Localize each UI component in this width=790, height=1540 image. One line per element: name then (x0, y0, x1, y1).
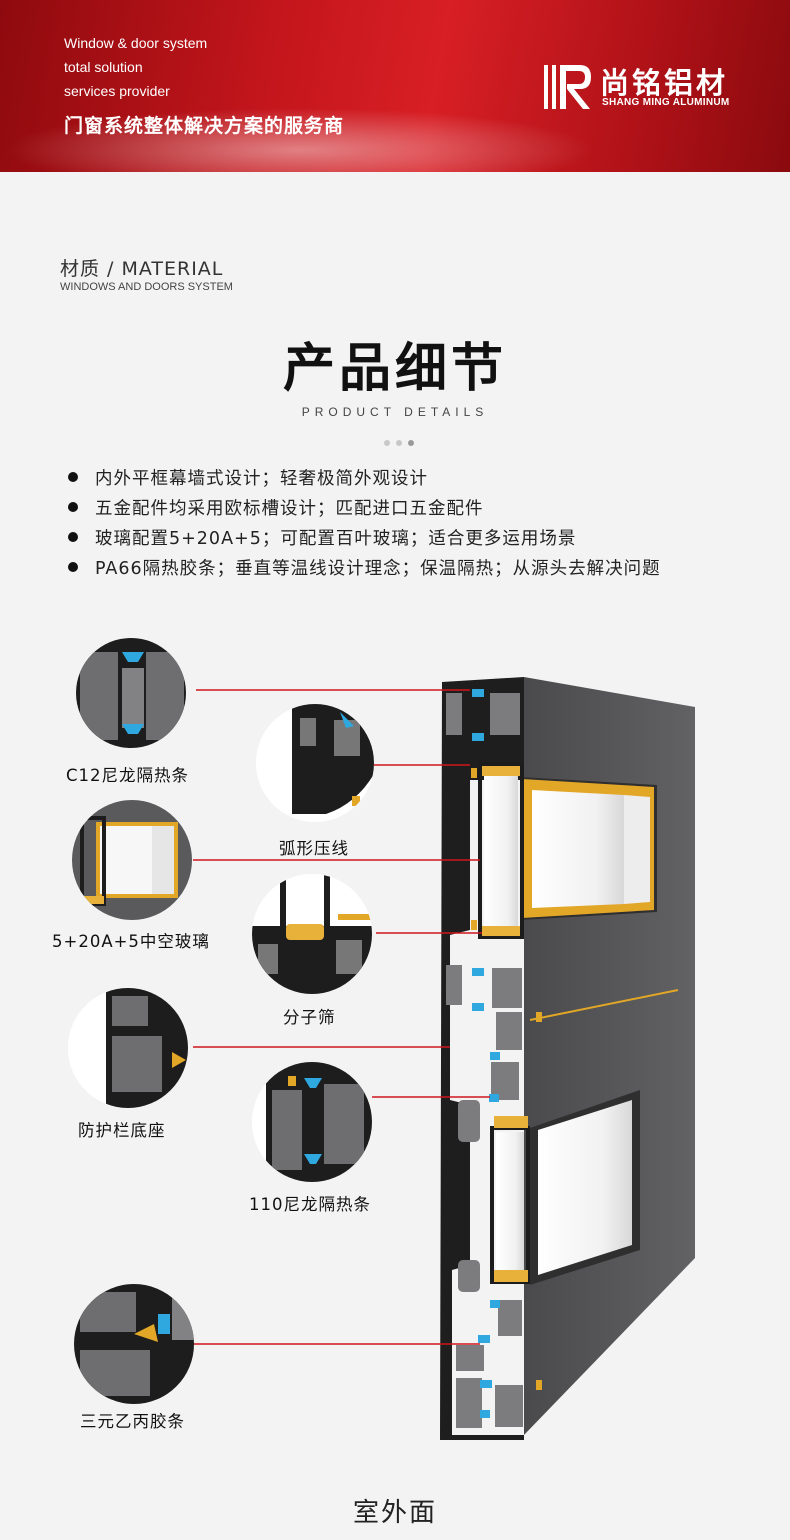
callout-label-3: 5+20A+5中空玻璃 (52, 932, 210, 951)
section-title: 材质 / MATERIAL (60, 258, 224, 280)
feature-item-1: 内外平框幕墙式设计；轻奢极简外观设计 (68, 465, 428, 490)
leader-lines (193, 689, 490, 1345)
callout-label-1: C12尼龙隔热条 (66, 766, 190, 785)
header-banner (0, 0, 790, 172)
banner-cn-slogan: 门窗系统整体解决方案的服务商 (64, 115, 345, 137)
banner-en-line-1: Window & door system (64, 35, 208, 51)
dot (384, 440, 390, 446)
lower-glass (538, 1100, 632, 1275)
epdm-strip-icon (74, 1284, 194, 1404)
detail-circle-guardrail-base (68, 988, 188, 1108)
callout-label-5: 防护栏底座 (78, 1121, 166, 1140)
detail-circle-molecular-sieve (252, 874, 372, 994)
feature-text: 玻璃配置5+20A+5；可配置百叶玻璃；适合更多运用场景 (95, 529, 577, 549)
guardrail-base-icon (68, 988, 188, 1108)
banner-en-line-3: services provider (64, 83, 170, 99)
detail-circle-110-nylon (252, 1062, 372, 1182)
detail-circle-curved-bead (256, 704, 374, 822)
nylon-strip-icon (76, 638, 186, 748)
bullet-icon (68, 562, 78, 572)
bullet-icon (68, 472, 78, 482)
page-subtitle: PRODUCT DETAILS (301, 405, 489, 419)
dot (396, 440, 402, 446)
detail-circle-c12-nylon (76, 638, 186, 748)
feature-text: 内外平框幕墙式设计；轻奢极简外观设计 (95, 469, 428, 489)
brand-name-cn: 尚铭铝材 (600, 66, 729, 100)
detail-circle-epdm-strip (74, 1284, 194, 1404)
brand-logo-icon (544, 65, 591, 109)
banner-en-line-2: total solution (64, 59, 143, 75)
outdoor-side-label: 室外面 (352, 1498, 437, 1528)
carousel-dots (383, 440, 417, 448)
feature-item-4: PA66隔热胶条；垂直等温线设计理念；保温隔热；从源头去解决问题 (68, 555, 661, 580)
nylon-strip-110-icon (252, 1062, 372, 1182)
brand-name-en: SHANG MING ALUMINUM (602, 97, 730, 108)
feature-text: PA66隔热胶条；垂直等温线设计理念；保温隔热；从源头去解决问题 (95, 559, 661, 579)
callout-label-6: 110尼龙隔热条 (249, 1195, 371, 1214)
callout-label-2: 弧形压线 (279, 839, 349, 858)
profile-section (440, 677, 524, 1440)
insulated-glass-icon (72, 800, 192, 920)
molecular-sieve-icon (252, 874, 372, 994)
dot-active (408, 440, 414, 446)
feature-text: 五金配件均采用欧标槽设计；匹配进口五金配件 (95, 499, 484, 519)
detail-circle-insulated-glass (72, 800, 192, 920)
feature-item-2: 五金配件均采用欧标槽设计；匹配进口五金配件 (68, 495, 484, 520)
profile-cross-section (193, 677, 695, 1440)
callout-label-7: 三元乙丙胶条 (80, 1412, 185, 1431)
bullet-icon (68, 502, 78, 512)
feature-item-3: 玻璃配置5+20A+5；可配置百叶玻璃；适合更多运用场景 (68, 525, 576, 550)
bullet-icon (68, 532, 78, 542)
upper-glass (532, 790, 624, 908)
section-subtitle: WINDOWS AND DOORS SYSTEM (60, 281, 233, 293)
page-title: 产品细节 (282, 339, 507, 399)
callout-label-4: 分子筛 (283, 1008, 336, 1027)
curved-bead-icon (256, 704, 374, 822)
